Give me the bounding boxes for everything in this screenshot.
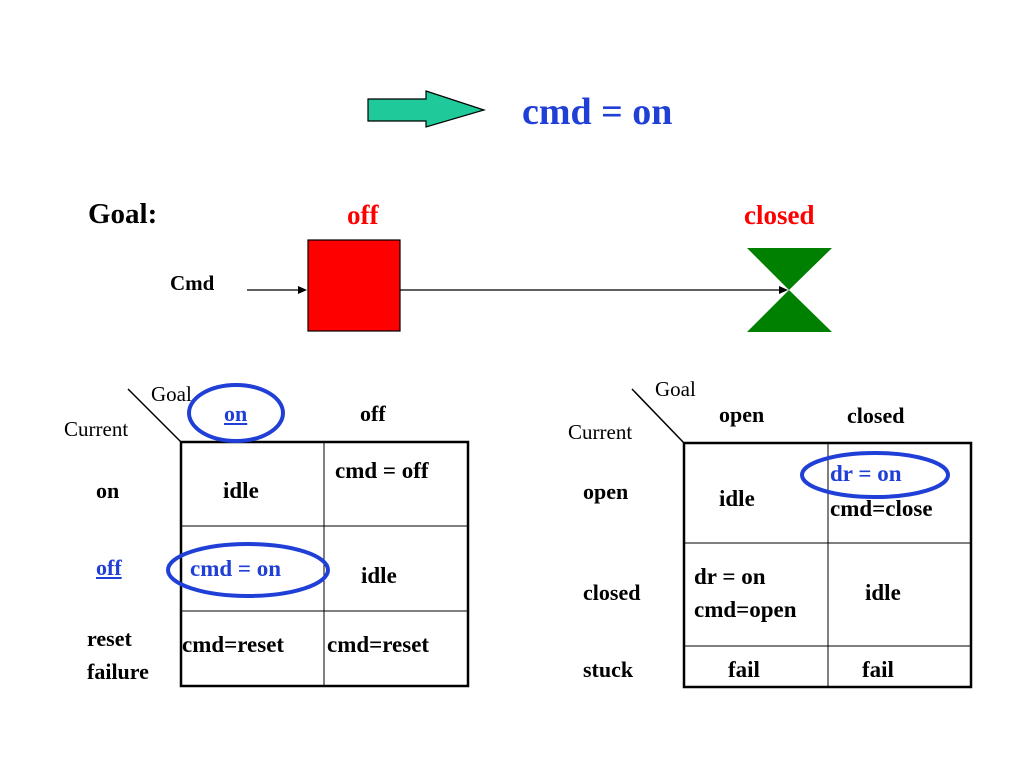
left-row-header-off: off <box>96 555 122 580</box>
right-row-header-closed: closed <box>583 580 641 605</box>
left-goal-label: Goal <box>151 382 192 406</box>
valve-icon <box>747 248 832 332</box>
right-cell-closed-closed: idle <box>865 580 901 605</box>
switch-box <box>307 239 401 332</box>
right-row-header-open: open <box>583 479 629 504</box>
page-title: cmd = on <box>522 91 673 133</box>
right-table-grid <box>631 388 973 689</box>
right-cell-open-open: idle <box>719 486 755 511</box>
left-col-header-off: off <box>360 401 386 426</box>
right-col-header-closed: closed <box>847 403 905 428</box>
right-cell-closed-open-dr: dr = on <box>694 564 766 589</box>
left-cell-off-on: cmd = on <box>190 556 282 581</box>
arrow-right-icon <box>367 90 487 128</box>
left-cell-on-off: cmd = off <box>335 458 429 483</box>
left-col-header-on: on <box>224 401 248 426</box>
highlight-goal-on <box>187 383 285 443</box>
right-cell-stuck-closed: fail <box>862 657 894 682</box>
valve-state-label: closed <box>744 200 815 230</box>
flow-arrowhead <box>779 286 788 294</box>
left-cell-on-on: idle <box>223 478 259 503</box>
right-cell-closed-open-cmd: cmd=open <box>694 597 797 622</box>
cmd-input-arrowhead <box>298 286 307 294</box>
left-cell-off-off: idle <box>361 563 397 588</box>
right-row-header-stuck: stuck <box>583 657 634 682</box>
switch-state-label: off <box>347 200 379 230</box>
left-current-label: Current <box>64 417 129 441</box>
right-goal-label: Goal <box>655 377 696 401</box>
goal-label: Goal: <box>88 198 158 230</box>
right-cell-stuck-open: fail <box>728 657 760 682</box>
right-current-label: Current <box>568 420 633 444</box>
left-table-grid <box>127 388 470 688</box>
highlight-dr-on <box>800 451 950 499</box>
left-cell-reset-off: cmd=reset <box>327 632 430 657</box>
right-cell-open-closed-dr: dr = on <box>830 461 902 486</box>
left-row-header-reset-failure: reset failure <box>87 626 149 684</box>
cmd-label: Cmd <box>170 271 215 295</box>
right-col-header-open: open <box>719 402 765 427</box>
highlight-cmd-on <box>166 542 330 598</box>
left-row-header-on: on <box>96 478 120 503</box>
left-cell-reset-on: cmd=reset <box>182 632 285 657</box>
right-cell-open-closed-cmd: cmd=close <box>830 496 933 521</box>
